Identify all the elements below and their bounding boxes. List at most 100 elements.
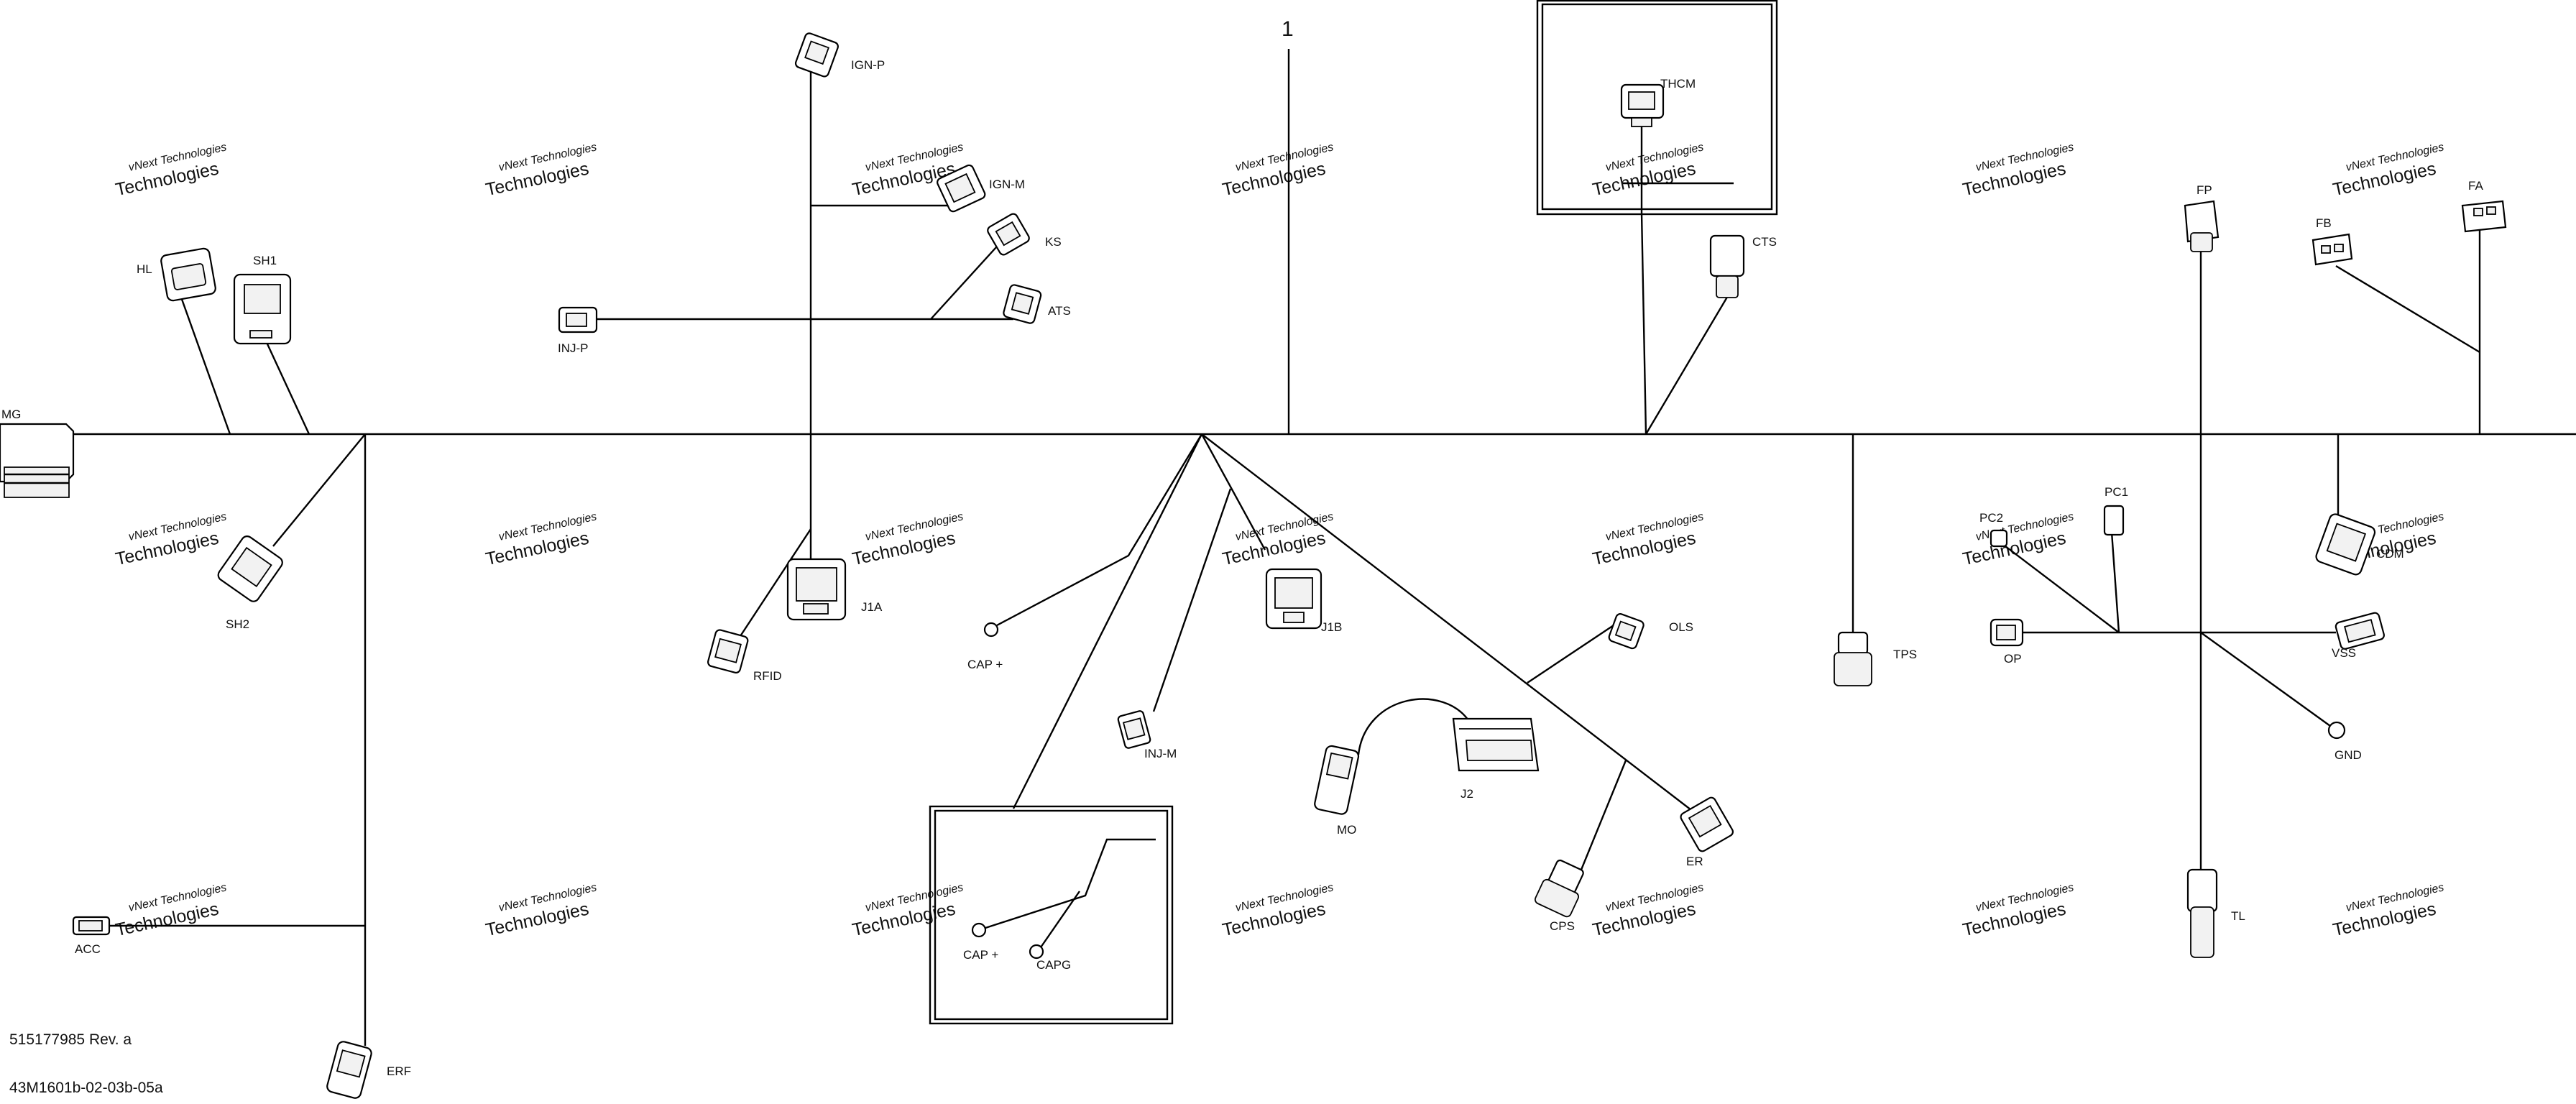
wire-rfid <box>739 528 812 637</box>
label-gnd: GND <box>2334 748 2362 762</box>
label-op: OP <box>2004 652 2022 666</box>
label-j1a: J1A <box>861 600 883 614</box>
label-cdm: CDM <box>2376 547 2404 561</box>
wire-fb <box>2335 264 2480 354</box>
label-cap-plus-1: CAP + <box>967 658 1003 671</box>
wire-ols <box>1527 625 1614 684</box>
label-cap-plus-2: CAP + <box>963 948 998 962</box>
fp-connector <box>2184 200 2220 252</box>
label-fp: FP <box>2196 183 2212 197</box>
label-ks: KS <box>1045 235 1062 249</box>
op-connector <box>1990 618 2024 647</box>
wire-lower-box <box>1012 433 1203 809</box>
label-capg: CAPG <box>1036 958 1071 972</box>
inj-m-connector <box>1117 710 1151 749</box>
label-tl: TL <box>2231 909 2245 923</box>
cps-connector <box>1534 859 1584 918</box>
wire-mo-loop <box>1357 698 1471 755</box>
ign-m-connector <box>937 164 986 213</box>
connectors <box>0 32 2507 1099</box>
wire-sh2 <box>272 433 366 547</box>
cap-plus-2-ring-terminal <box>971 922 987 938</box>
capg-ring-terminal <box>1029 944 1044 960</box>
wire-cap-plus-2 <box>983 838 1156 930</box>
label-cts: CTS <box>1752 235 1777 249</box>
label-j2: J2 <box>1460 787 1473 801</box>
erf-connector <box>326 1041 372 1099</box>
cts-connector <box>1709 234 1745 298</box>
label-rfid: RFID <box>753 669 782 683</box>
acc-connector <box>72 916 111 936</box>
rfid-connector <box>707 629 749 674</box>
label-hl: HL <box>137 262 152 276</box>
hl-connector <box>160 247 216 302</box>
mg-connector <box>0 423 75 498</box>
part-number: 515177985 Rev. a <box>9 1031 132 1048</box>
gnd-ring-terminal <box>2327 721 2346 740</box>
cdm-connector <box>2315 513 2376 576</box>
wire-er <box>1201 433 1704 820</box>
wire-hl <box>178 293 231 435</box>
fa-connector <box>2461 200 2507 233</box>
label-pc1: PC1 <box>2104 485 2128 499</box>
vss-connector <box>2334 612 2385 650</box>
thcm-detail-box <box>1536 0 1778 216</box>
thcm-connector <box>1620 83 1665 127</box>
label-tps: TPS <box>1893 648 1917 661</box>
label-ats: ATS <box>1048 304 1071 318</box>
label-erf: ERF <box>387 1064 411 1078</box>
j1a-connector <box>786 558 847 621</box>
wire-j1b <box>1200 433 1266 551</box>
sh1-connector <box>233 273 292 345</box>
er-connector <box>1680 796 1734 852</box>
tl-connector <box>2186 868 2218 958</box>
label-ols: OLS <box>1669 620 1693 634</box>
wire-cap-plus-1 <box>996 433 1203 627</box>
ign-p-connector <box>794 32 839 78</box>
tps-connector <box>1834 631 1872 686</box>
label-pc2: PC2 <box>1979 511 2003 525</box>
callout-number: 1 <box>1282 17 1294 41</box>
label-acc: ACC <box>75 942 101 956</box>
inj-p-connector <box>558 306 598 334</box>
wires <box>65 49 2576 1046</box>
wire-cts <box>1644 294 1730 435</box>
ats-connector <box>1003 284 1042 324</box>
wire-thcm <box>1640 212 1647 435</box>
wire-gnd <box>2200 632 2331 727</box>
label-er: ER <box>1686 855 1703 868</box>
label-ign-m: IGN-M <box>989 178 1025 191</box>
ols-connector <box>1608 613 1644 650</box>
sh2-connector <box>217 535 283 602</box>
wire-cps <box>1580 760 1627 870</box>
label-fa: FA <box>2468 179 2483 193</box>
label-inj-p: INJ-P <box>558 341 589 355</box>
wire-pc1 <box>2110 531 2120 633</box>
label-ign-p: IGN-P <box>851 58 885 72</box>
pc1-connector <box>2103 505 2125 536</box>
wire-pc2 <box>2005 546 2120 633</box>
label-fb: FB <box>2316 216 2332 230</box>
cap-plus-1-ring-terminal <box>983 622 999 638</box>
label-mo: MO <box>1337 823 1356 837</box>
j2-connector <box>1452 717 1540 772</box>
label-cps: CPS <box>1550 919 1575 933</box>
label-vss: VSS <box>2332 646 2356 660</box>
